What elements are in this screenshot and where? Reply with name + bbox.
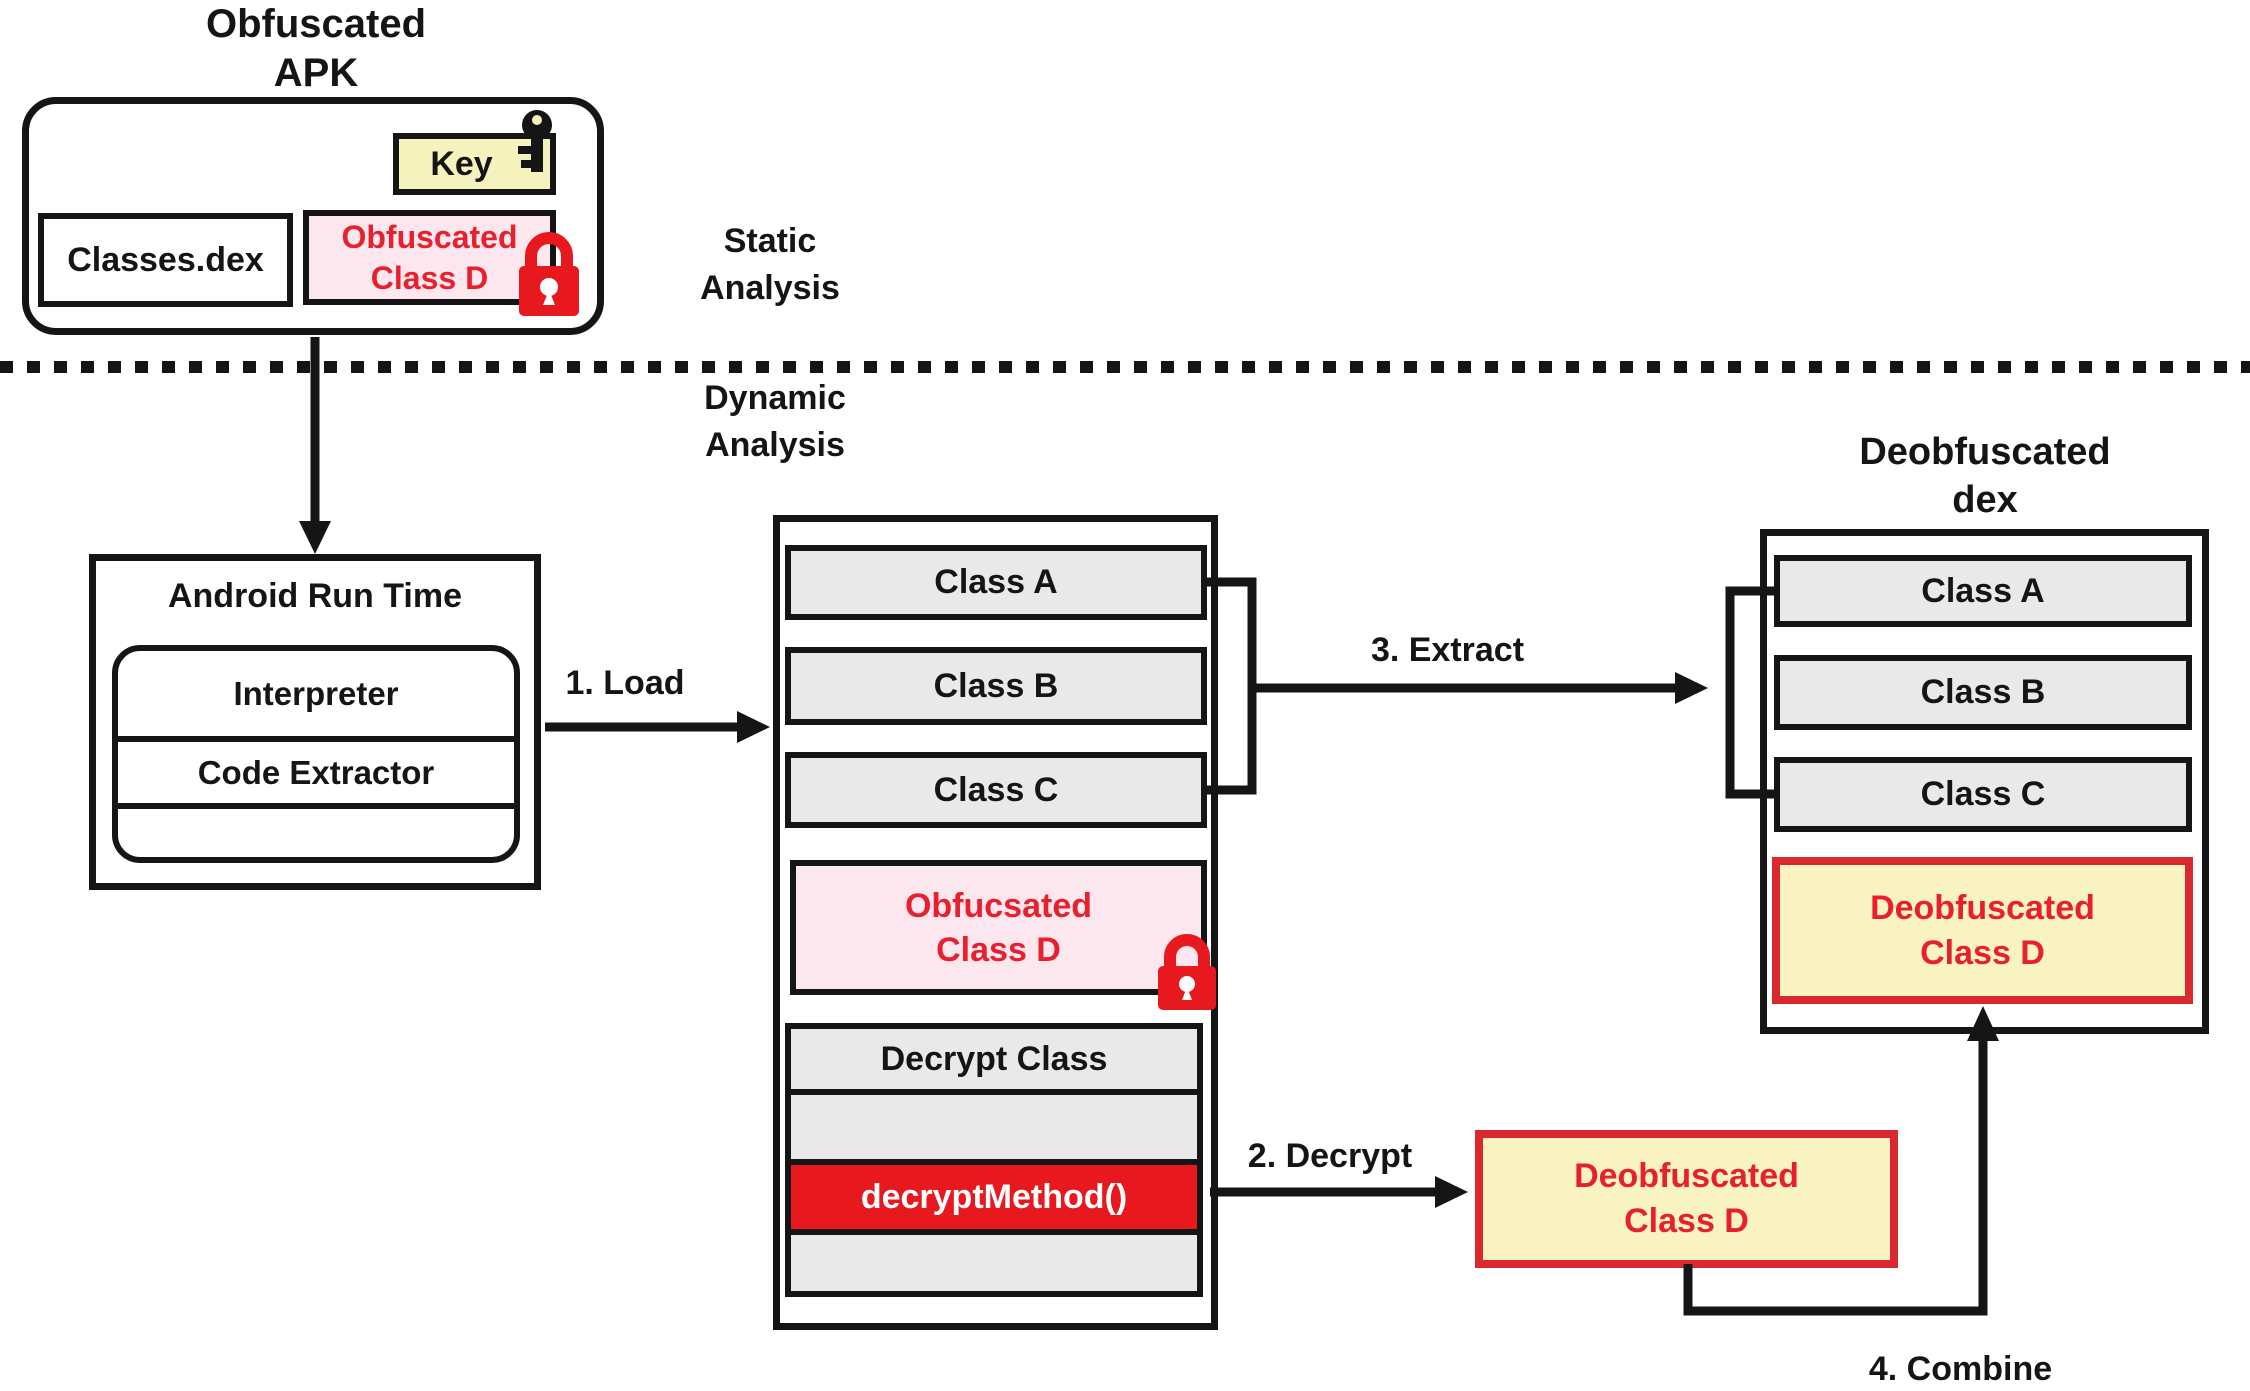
- art-row-interpreter: Interpreter: [118, 651, 514, 742]
- static-analysis-line2: Analysis: [700, 269, 840, 307]
- static-analysis-line1: Static: [723, 222, 817, 260]
- dynamic-analysis-line2: Analysis: [705, 426, 845, 464]
- step1-load-label: 1. Load: [565, 664, 685, 702]
- decrypt-empty-row-1: [791, 1095, 1197, 1165]
- memory-obfuscated-class-line1: Obfucsated: [904, 886, 1093, 925]
- dex-class-b: Class B: [1774, 655, 2192, 730]
- decrypt-method-row: decryptMethod(): [791, 1165, 1197, 1235]
- apk-to-art-arrowhead: [299, 521, 331, 554]
- dex-class-a: Class A: [1774, 555, 2192, 627]
- decrypt-empty-row-2: [791, 1235, 1197, 1291]
- dex-deobfuscated-class-line2: Class D: [1920, 933, 2045, 972]
- extract-arrowhead: [1675, 672, 1708, 704]
- classes-dex-label: Classes.dex: [67, 240, 264, 279]
- decrypt-class-row: Decrypt Class: [791, 1029, 1197, 1095]
- decrypted-class-box: Deobfuscated Class D: [1475, 1130, 1898, 1268]
- apk-obfuscated-class-box: Obfuscated Class D: [303, 210, 556, 305]
- classes-dex-box: Classes.dex: [38, 213, 293, 307]
- art-row-code-extractor: Code Extractor: [118, 742, 514, 809]
- dex-deobfuscated-class-box: Deobfuscated Class D: [1772, 857, 2193, 1004]
- dex-deobfuscated-class-line1: Deobfuscated: [1870, 888, 2095, 927]
- decrypted-class-line2: Class D: [1624, 1202, 1749, 1240]
- dex-class-c: Class C: [1774, 757, 2192, 832]
- step4-combine-label: 4. Combine: [1868, 1350, 2053, 1388]
- key-box: Key: [393, 133, 556, 195]
- dynamic-analysis-line1: Dynamic: [704, 379, 846, 417]
- static-analysis-label: Static Analysis: [655, 218, 885, 312]
- dex-title: Deobfuscated dex: [1795, 428, 2175, 524]
- apk-obfuscated-class-line1: Obfuscated: [341, 218, 518, 255]
- step2-decrypt-label: 2. Decrypt: [1247, 1137, 1413, 1175]
- decrypt-class-group: Decrypt Class decryptMethod(): [785, 1023, 1203, 1297]
- apk-title-line2: APK: [273, 51, 359, 95]
- memory-class-b: Class B: [785, 647, 1207, 725]
- memory-class-c: Class C: [785, 752, 1207, 828]
- apk-title: Obfuscated APK: [146, 0, 486, 98]
- decrypted-class-line1: Deobfuscated: [1574, 1157, 1799, 1195]
- apk-obfuscated-class-line2: Class D: [370, 259, 489, 296]
- static-dynamic-divider: [0, 361, 2250, 373]
- memory-obfuscated-class-line2: Class D: [936, 930, 1061, 969]
- memory-obfuscated-class-box: Obfucsated Class D: [790, 860, 1207, 995]
- memory-class-a: Class A: [785, 545, 1207, 620]
- dynamic-analysis-label: Dynamic Analysis: [655, 375, 895, 469]
- apk-title-line1: Obfuscated: [205, 2, 427, 46]
- decrypt-arrowhead: [1435, 1176, 1468, 1208]
- art-title: Android Run Time: [167, 577, 463, 615]
- load-arrowhead: [737, 711, 770, 743]
- key-label: Key: [430, 144, 493, 183]
- art-inner-box: Interpreter Code Extractor: [112, 645, 520, 863]
- art-row-empty: [118, 809, 514, 857]
- dex-title-line2: dex: [1952, 479, 2018, 521]
- dex-title-line1: Deobfuscated: [1859, 431, 2111, 473]
- step3-extract-label: 3. Extract: [1370, 631, 1525, 669]
